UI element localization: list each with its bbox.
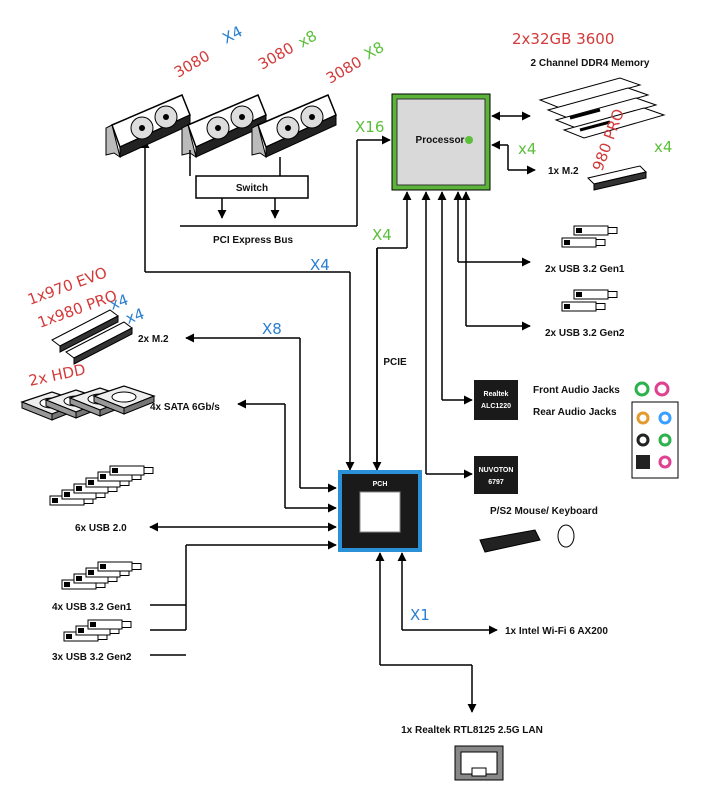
m2-cpu-label: 1x M.2 bbox=[548, 166, 579, 177]
ps2-label: P/S2 Mouse/ Keyboard bbox=[490, 506, 598, 517]
usb-gen2-sticks-icon bbox=[561, 289, 618, 312]
m2-pch-label: 2x M.2 bbox=[138, 334, 169, 345]
rear-audio-label: Rear Audio Jacks bbox=[533, 407, 617, 418]
usb20-sticks-icon bbox=[49, 465, 154, 506]
hw-m2-cpu-x4: x4 bbox=[518, 140, 536, 158]
sata-label: 4x SATA 6Gb/s bbox=[150, 402, 220, 413]
gpu-card-1 bbox=[105, 94, 191, 158]
processor-chip bbox=[391, 93, 491, 191]
hw-gpu-path-x4: X4 bbox=[310, 256, 330, 274]
hdd-icon bbox=[21, 385, 155, 421]
nuvoton-label-2: 6797 bbox=[488, 479, 504, 486]
hw-gpu2-lanes: x8 bbox=[295, 27, 320, 52]
pcie-label: PCIE bbox=[383, 357, 407, 368]
connection-lines bbox=[140, 111, 536, 713]
usb-gen2-cpu-label: 2x USB 3.2 Gen2 bbox=[545, 328, 625, 339]
hw-hdd: 2x HDD bbox=[27, 360, 87, 390]
hw-nvme-x4a: x4 bbox=[107, 291, 130, 314]
wifi-label: 1x Intel Wi-Fi 6 AX200 bbox=[505, 626, 608, 637]
nuvoton-label-1: NUVOTON bbox=[479, 467, 514, 474]
usb-gen2-pch-sticks-icon bbox=[63, 619, 132, 642]
usb-gen1-sticks-icon bbox=[561, 225, 618, 248]
nuvoton-chip bbox=[474, 456, 518, 494]
hw-wifi-x1: X1 bbox=[410, 606, 430, 624]
hw-gpu3-lanes: X8 bbox=[361, 38, 387, 64]
hw-gpu1: 3080 bbox=[171, 47, 213, 82]
front-audio-jacks-icon bbox=[634, 381, 670, 397]
nvme-ssd-icon bbox=[51, 309, 133, 365]
hw-nvme-x4b: x4 bbox=[123, 305, 146, 328]
pci-express-bus-label: PCI Express Bus bbox=[213, 235, 293, 246]
hw-gpu2: 3080 bbox=[255, 39, 297, 74]
processor-label: Processor bbox=[416, 135, 465, 146]
hw-pcie-x4: X4 bbox=[372, 226, 392, 244]
switch-box bbox=[195, 175, 309, 199]
usb-gen2-pch-label: 3x USB 3.2 Gen2 bbox=[52, 652, 132, 663]
pch-label: PCH bbox=[373, 481, 388, 488]
pch-chip bbox=[338, 470, 422, 552]
hw-m2-pch-x8: X8 bbox=[262, 320, 282, 338]
hw-memory-note: 2x32GB 3600 bbox=[512, 30, 614, 48]
realtek-audio-label-1: Realtek bbox=[484, 391, 509, 398]
hw-gpu1-lanes: X4 bbox=[219, 22, 245, 47]
usb-gen1-pch-label: 4x USB 3.2 Gen1 bbox=[52, 602, 132, 613]
hw-cpu-x16: X16 bbox=[355, 118, 384, 136]
lan-label: 1x Realtek RTL8125 2.5G LAN bbox=[401, 725, 543, 736]
usb-gen1-cpu-label: 2x USB 3.2 Gen1 bbox=[545, 264, 625, 275]
memory-sticks-icon bbox=[538, 77, 666, 139]
realtek-audio-label-2: ALC1220 bbox=[481, 403, 511, 410]
rear-audio-jacks-icon bbox=[631, 401, 679, 479]
memory-label: 2 Channel DDR4 Memory bbox=[531, 58, 650, 69]
hw-gpu3: 3080 bbox=[323, 53, 365, 88]
gpu-card-3 bbox=[251, 94, 337, 158]
usb-gen1-pch-sticks-icon bbox=[61, 561, 142, 590]
front-audio-label: Front Audio Jacks bbox=[533, 385, 620, 396]
hw-ssd-cpu-x4: x4 bbox=[654, 138, 672, 156]
realtek-audio-chip bbox=[474, 380, 518, 420]
switch-label: Switch bbox=[236, 183, 268, 194]
keyboard-mouse-icon bbox=[479, 524, 575, 553]
usb20-label: 6x USB 2.0 bbox=[75, 523, 127, 534]
m2-ssd-icon bbox=[587, 165, 647, 191]
ethernet-port-icon bbox=[454, 745, 504, 781]
